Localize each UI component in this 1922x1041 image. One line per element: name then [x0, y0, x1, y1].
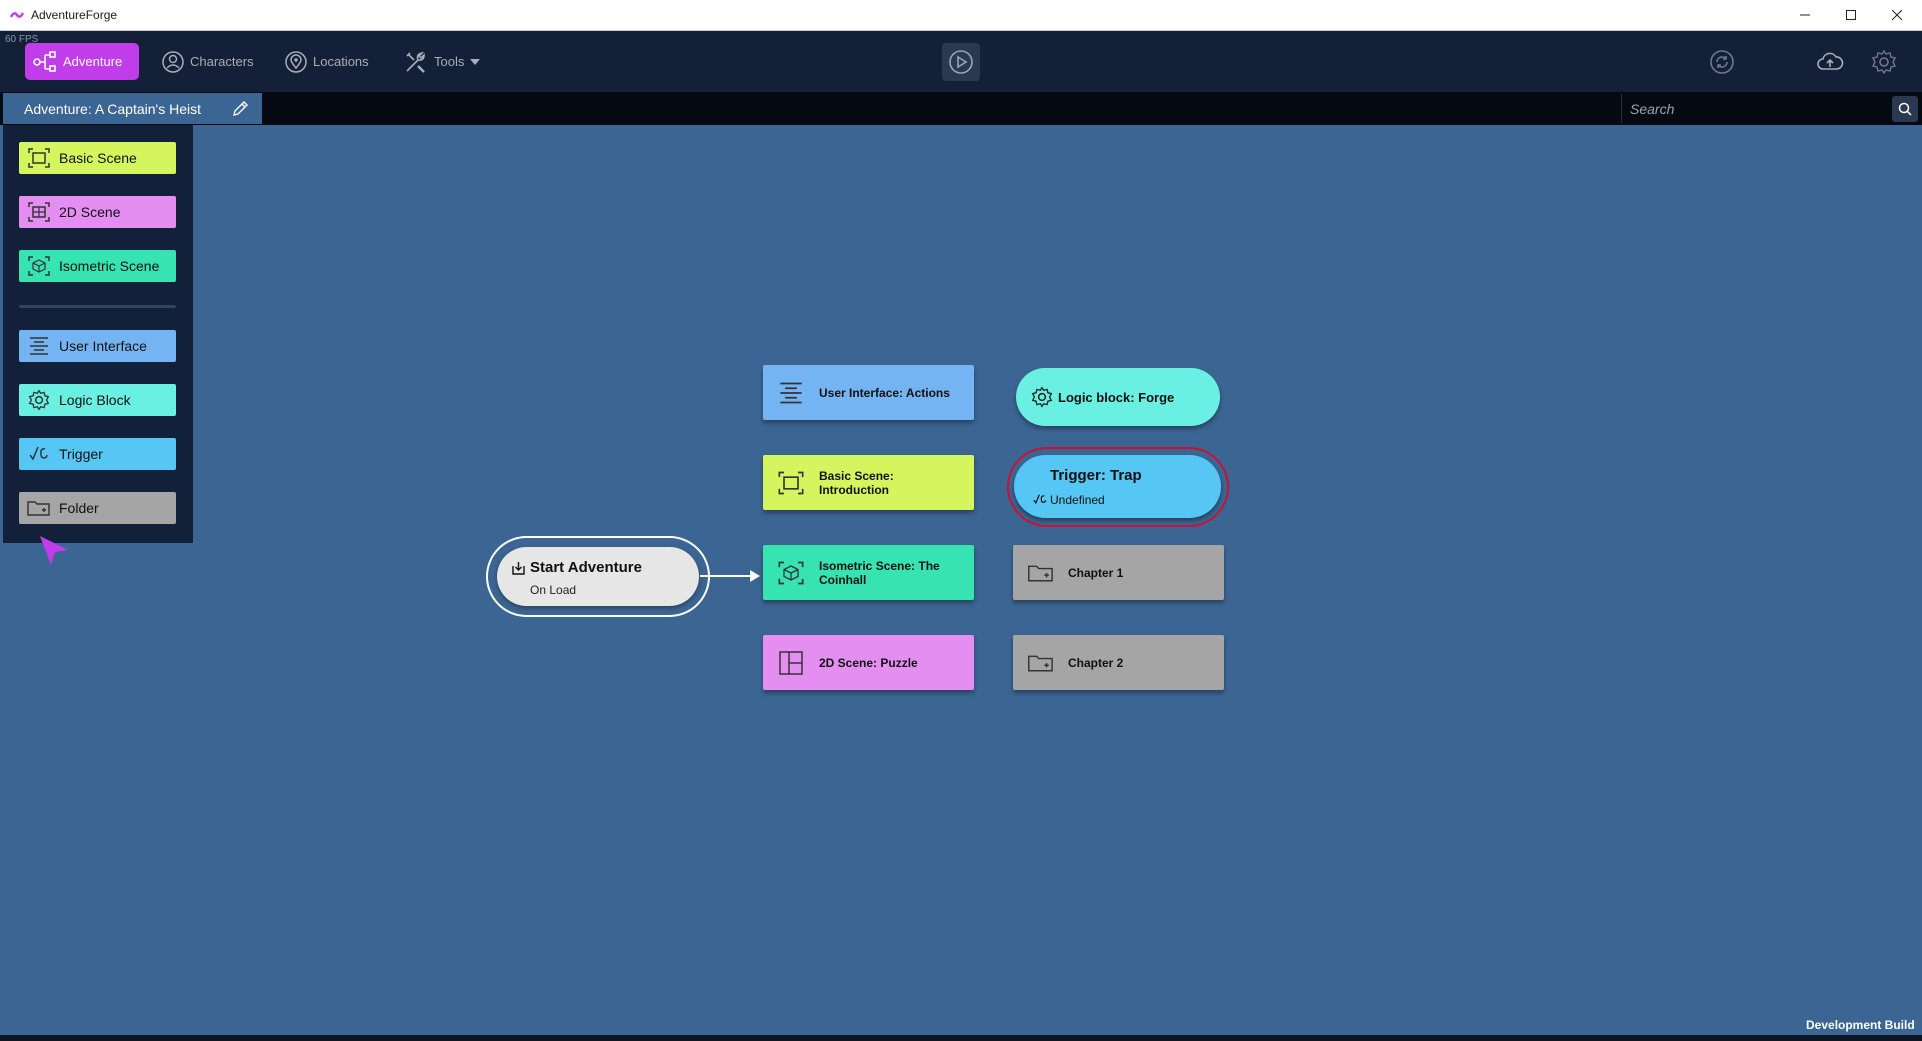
nav-characters-label: Characters — [190, 54, 254, 69]
node-label: Chapter 2 — [1068, 655, 1124, 670]
tab-adventure[interactable]: Adventure: A Captain's Heist — [3, 93, 262, 124]
play-button[interactable] — [942, 43, 980, 81]
palette-label: Isometric Scene — [59, 258, 160, 274]
cloud-icon — [1817, 52, 1844, 70]
isometric-scene-icon — [778, 561, 804, 584]
app-logo-icon — [10, 12, 24, 18]
node-palette: Basic Scene 2D Scene Isometric Scene Use… — [3, 125, 193, 543]
nav-locations-label: Locations — [313, 54, 369, 69]
palette-trigger[interactable]: Trigger — [19, 438, 176, 470]
palette-label: User Interface — [59, 338, 147, 354]
palette-logic-block[interactable]: Logic Block — [19, 384, 176, 416]
tools-icon — [406, 51, 425, 73]
nav-locations-button[interactable]: Locations — [285, 43, 369, 80]
nav-adventure-label: Adventure — [63, 54, 123, 69]
palette-label: Trigger — [59, 446, 103, 462]
isometric-scene-icon — [28, 256, 50, 276]
gear-icon — [1871, 49, 1897, 75]
node-logic-block-forge[interactable]: Logic block: Forge — [1016, 368, 1220, 426]
download-arrow-icon — [512, 562, 525, 575]
adventure-flow-icon — [33, 50, 56, 72]
search-icon — [1898, 102, 1912, 116]
location-pin-icon — [285, 50, 307, 73]
palette-user-interface[interactable]: User Interface — [19, 330, 176, 362]
chevron-down-icon — [470, 58, 481, 65]
node-trigger-trap[interactable]: Trigger: Trap Undefined — [1014, 455, 1221, 518]
basic-scene-icon — [28, 148, 50, 168]
maximize-button[interactable] — [1828, 0, 1874, 30]
user-interface-icon — [30, 337, 48, 355]
fps-counter: 60 FPS — [5, 34, 39, 45]
search-input[interactable]: Search — [1621, 94, 1890, 123]
start-node-subtitle: On Load — [530, 583, 577, 597]
nav-adventure-button[interactable]: Adventure — [25, 43, 139, 80]
bottom-strip — [0, 1035, 1922, 1041]
start-node-title: Start Adventure — [530, 559, 642, 576]
node-user-interface-actions[interactable]: User Interface: Actions — [763, 365, 974, 420]
gear-icon — [28, 389, 50, 411]
node-label: Basic Scene: Introduction — [819, 468, 894, 497]
palette-2d-scene[interactable]: 2D Scene — [19, 196, 176, 228]
user-interface-icon — [780, 382, 802, 403]
tab-adventure-title: Adventure: A Captain's Heist — [24, 100, 201, 117]
trigger-icon — [29, 446, 48, 461]
trigger-node-title: Trigger: Trap — [1050, 467, 1142, 484]
selection-highlight-ring — [1007, 447, 1229, 527]
nav-tools-button[interactable]: Tools — [404, 43, 481, 80]
node-label: Isometric Scene: The Coinhall — [819, 558, 940, 587]
sync-icon — [1710, 50, 1734, 74]
edit-pencil-icon[interactable] — [231, 100, 249, 118]
palette-folder[interactable]: Folder — [19, 492, 176, 524]
close-button[interactable] — [1874, 0, 1920, 30]
maximize-icon — [1846, 10, 1856, 20]
play-icon — [949, 50, 973, 74]
close-icon — [1892, 10, 1902, 20]
node-label: 2D Scene: Puzzle — [819, 655, 918, 670]
window-title-bar: AdventureForge — [0, 0, 1922, 31]
trigger-icon — [1033, 494, 1047, 505]
node-basic-scene-introduction[interactable]: Basic Scene: Introduction — [763, 455, 974, 510]
node-2d-scene-puzzle[interactable]: 2D Scene: Puzzle — [763, 635, 974, 690]
characters-icon — [162, 50, 184, 73]
document-tab-bar — [0, 92, 1922, 125]
folder-icon — [1027, 655, 1053, 671]
palette-label: Basic Scene — [59, 150, 137, 166]
start-adventure-node[interactable]: Start Adventure On Load — [486, 536, 710, 617]
node-label: Chapter 1 — [1068, 565, 1124, 580]
settings-button[interactable] — [1869, 47, 1899, 77]
node-folder-chapter-2[interactable]: Chapter 2 — [1013, 635, 1224, 690]
connection-arrow — [700, 570, 760, 582]
minimize-icon — [1800, 14, 1810, 16]
palette-isometric-scene[interactable]: Isometric Scene — [19, 250, 176, 282]
node-isometric-scene-coinhall[interactable]: Isometric Scene: The Coinhall — [763, 545, 974, 600]
nav-characters-button[interactable]: Characters — [162, 43, 254, 80]
palette-label: Logic Block — [59, 392, 131, 408]
node-label: User Interface: Actions — [819, 385, 950, 400]
start-node-body: Start Adventure On Load — [497, 547, 699, 606]
minimize-button[interactable] — [1782, 0, 1828, 30]
palette-basic-scene[interactable]: Basic Scene — [19, 142, 176, 174]
development-build-label: Development Build — [1806, 1018, 1915, 1032]
window-title: AdventureForge — [31, 8, 118, 22]
palette-label: 2D Scene — [59, 204, 121, 220]
folder-icon — [1027, 565, 1053, 581]
search-button[interactable] — [1892, 96, 1918, 122]
sync-button[interactable] — [1707, 47, 1737, 77]
trigger-node-subtitle: Undefined — [1050, 493, 1105, 507]
palette-divider — [19, 305, 176, 308]
2d-scene-icon — [779, 650, 803, 675]
palette-label: Folder — [59, 500, 99, 516]
basic-scene-icon — [778, 471, 804, 494]
nav-tools-label: Tools — [434, 54, 465, 69]
cloud-upload-button[interactable] — [1815, 47, 1845, 77]
node-folder-chapter-1[interactable]: Chapter 1 — [1013, 545, 1224, 600]
mouse-cursor-icon — [40, 536, 68, 565]
2d-scene-icon — [28, 202, 50, 222]
gear-icon — [1031, 386, 1053, 408]
node-label: Logic block: Forge — [1058, 389, 1175, 405]
folder-icon — [27, 501, 50, 516]
